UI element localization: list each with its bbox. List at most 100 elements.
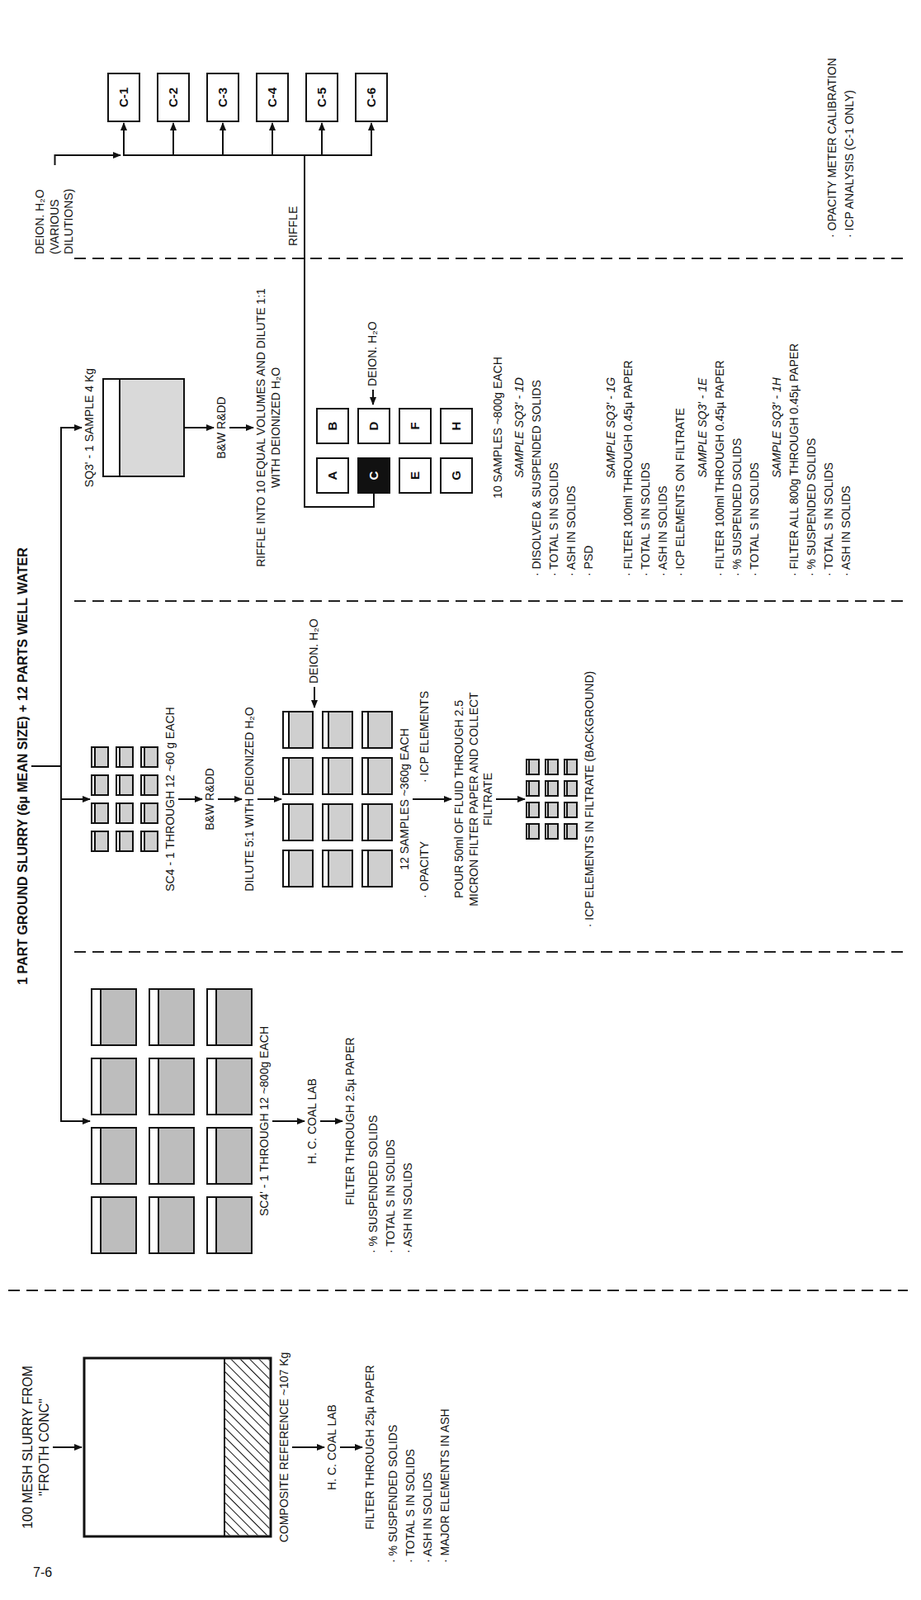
jar-group: 12 SAMPLES ~360g EACH	[282, 675, 413, 923]
sample-drawing	[525, 758, 578, 840]
node-text: FILTER THROUGH 25µ PAPER	[363, 1314, 378, 1579]
annotation: DEION. H₂O	[365, 295, 381, 387]
annotation: · ICP ELEMENTS	[417, 650, 433, 783]
jar-body	[564, 802, 577, 818]
jar-lid	[526, 780, 529, 796]
jar-lid	[149, 1127, 159, 1184]
jar-body	[141, 802, 158, 823]
jar-body	[283, 711, 313, 748]
jar-lid	[207, 988, 217, 1045]
sample-box: C-2	[156, 72, 190, 123]
node-text: COMPOSITE REFERENCE ~107 Kg	[277, 1339, 293, 1554]
node-text: H. C. COAL LAB	[305, 988, 321, 1253]
sample-box: E	[398, 457, 432, 494]
flow-text: H. C. COAL LAB	[325, 1331, 341, 1563]
sample-box: H	[439, 407, 473, 444]
flow-arrow	[304, 122, 374, 507]
annotation: · % SUSPENDED SOLIDS	[386, 1298, 402, 1563]
slurry-container	[82, 1355, 273, 1538]
flow-arrow	[31, 765, 90, 1121]
node-text: F	[407, 421, 424, 430]
dashed-divider	[74, 950, 908, 953]
jar-lid	[141, 802, 145, 823]
annotation: · ASH IN SOLIDS	[401, 980, 416, 1253]
annotation: · % SUSPENDED SOLIDS	[730, 278, 746, 577]
jar-body	[362, 850, 393, 887]
node-text: D	[366, 421, 383, 431]
annotation: · % SUSPENDED SOLIDS	[804, 278, 820, 577]
annotation: · OPACITY METER CALIBRATION	[825, 14, 841, 238]
node-text: FILTER THROUGH 2.5µ PAPER	[343, 972, 359, 1270]
jar-body	[91, 802, 109, 823]
jar-drawing	[282, 710, 393, 888]
jar-lid	[91, 1057, 101, 1115]
node-text: DILUTE 5:1 WITH DEIONIZED H₂O	[242, 691, 258, 907]
jar-body	[526, 759, 539, 775]
jar-lid	[564, 780, 567, 796]
jar-body	[283, 803, 313, 841]
jar-lid	[141, 746, 145, 767]
flow-arrow	[320, 1119, 343, 1122]
flow-arrow	[292, 1445, 325, 1448]
flow-text: FILTER THROUGH 25µ PAPER	[363, 1314, 378, 1579]
jar-body	[322, 711, 353, 748]
jar-lid	[116, 802, 120, 823]
annotation: · TOTAL S IN SOLIDS	[547, 278, 563, 577]
node-text: C	[366, 471, 383, 481]
flow-text: B&W R&DD	[214, 344, 230, 511]
annotation: · TOTAL S IN SOLIDS	[747, 278, 763, 577]
jar-lid	[283, 803, 289, 841]
sample-box: C	[357, 457, 391, 494]
annotation: RIFFLE	[286, 206, 302, 246]
jar-lid	[91, 802, 95, 823]
jar-body	[149, 1127, 194, 1184]
dashed-divider	[74, 599, 908, 602]
annotation: · ASH IN SOLIDS	[420, 1298, 436, 1563]
annotation: · OPACITY	[417, 807, 433, 898]
container-outline	[84, 1357, 271, 1536]
annotation: · % SUSPENDED SOLIDS	[366, 980, 382, 1253]
jar-lid	[322, 850, 329, 887]
sample-box: C-6	[354, 72, 388, 123]
jar-lid	[91, 1196, 101, 1253]
annotation: · ASH IN SOLIDS	[656, 278, 671, 577]
jar-body	[283, 850, 313, 887]
sample-drawing	[90, 987, 253, 1254]
flow-arrow	[495, 798, 525, 800]
jar-body	[149, 1196, 194, 1253]
jar-drawing	[102, 377, 185, 478]
sample-box: C-5	[305, 72, 339, 123]
jar-lid	[116, 831, 120, 851]
jar-lid	[91, 746, 95, 767]
flow-arrow	[222, 122, 374, 507]
node-text: 1 PART GROUND SLURRY (6µ MEAN SIZE) + 12…	[14, 394, 32, 1138]
node-text: · ICP ELEMENTS IN FILTRATE (BACKGROUND)	[582, 658, 598, 940]
leader-arrow	[372, 389, 374, 405]
jar-lid	[91, 1127, 101, 1184]
annotation: · TOTAL S IN SOLIDS	[821, 278, 837, 577]
sample-box: D	[357, 407, 391, 444]
flow-text: POUR 50ml OF FLUID THROUGH 2.5 MICRON FI…	[452, 675, 496, 923]
sample-box: C-1	[107, 72, 141, 123]
node-text: B&W R&DD	[203, 708, 218, 890]
flow-arrow	[31, 765, 90, 799]
jar-body	[116, 774, 133, 795]
jar-body	[141, 831, 158, 851]
sample-box: G	[439, 457, 473, 494]
jar-body	[91, 1127, 137, 1184]
jar-lid	[116, 746, 120, 767]
dashed-divider	[74, 257, 908, 260]
jar-lid	[322, 757, 329, 794]
jar-body	[91, 774, 109, 795]
jar-lid	[91, 774, 95, 795]
node-text: C-3	[215, 87, 232, 108]
node-text: C-1	[116, 87, 133, 108]
flow-text: 100 MESH SLURRY FROM "FROTH CONC"	[19, 1343, 53, 1550]
flow-arrow	[257, 798, 282, 800]
jar-lid	[149, 988, 159, 1045]
node-text: C-6	[363, 87, 380, 108]
sample-drawing	[82, 1355, 273, 1538]
sample-drawing	[282, 710, 393, 888]
jar-lid	[322, 803, 329, 841]
